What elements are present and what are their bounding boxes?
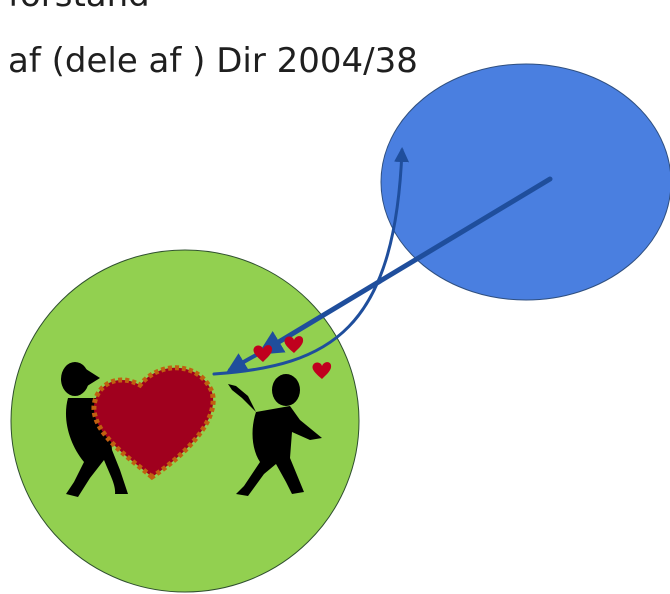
text-line-forstand: forstand	[8, 0, 150, 12]
small-heart-icon	[284, 336, 304, 353]
arrow-green-to-blue	[212, 147, 410, 376]
lace-heart-icon	[91, 365, 216, 481]
couple-with-heart-clipart	[61, 362, 322, 497]
small-heart-icon	[253, 345, 273, 362]
right-figure-icon	[228, 374, 322, 496]
arrow-blue-to-green	[257, 176, 553, 355]
blue-circle	[380, 63, 670, 301]
small-heart-icon	[312, 362, 332, 379]
text-line-directive: af (dele af ) Dir 2004/38	[8, 41, 418, 81]
small-hearts	[253, 336, 332, 379]
